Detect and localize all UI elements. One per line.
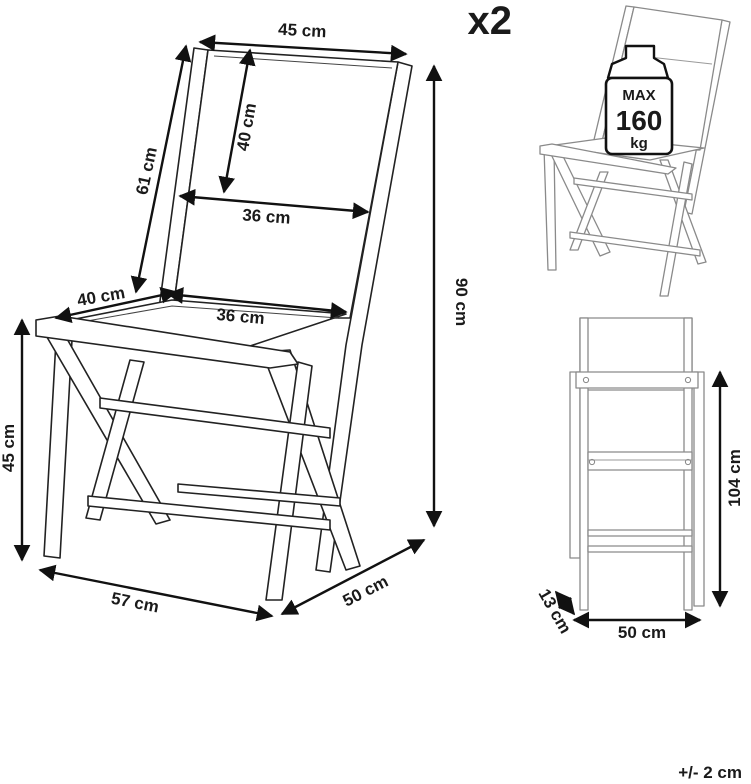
main-dimension-lines [13, 34, 443, 622]
label-folded-thickness: 13 cm [534, 586, 575, 637]
label-backrest-width: 45 cm [278, 20, 327, 41]
weight-badge-unit: kg [630, 135, 648, 152]
tolerance-label: +/- 2 cm [678, 763, 742, 782]
label-backrest-inner-width: 36 cm [242, 205, 291, 227]
weight-badge-value: 160 [616, 105, 663, 136]
dim-width-line [280, 538, 426, 616]
weight-badge-max: MAX [622, 87, 655, 104]
dim-seat-width-line [166, 287, 348, 319]
folded-dimension-lines [554, 370, 729, 629]
label-seat-width: 36 cm [216, 305, 266, 328]
dim-backrest-inner-height-line [218, 48, 256, 194]
dim-depth-line [38, 564, 274, 622]
weight-badge: MAX 160 kg [604, 44, 674, 156]
quantity-label: x2 [468, 0, 513, 43]
label-seat-depth: 40 cm [76, 283, 127, 310]
label-folded-width: 50 cm [618, 623, 666, 642]
label-width: 50 cm [340, 572, 392, 611]
folded-chair-drawing [569, 317, 705, 611]
label-seat-height: 45 cm [0, 424, 18, 472]
dim-seat-depth-line [54, 286, 178, 324]
label-folded-height: 104 cm [725, 449, 744, 507]
dim-backrest-width-line [198, 34, 408, 62]
dim-backrest-height-line [130, 44, 192, 294]
dim-backrest-inner-width-line [178, 188, 370, 220]
dim-folded-thickness-line [554, 590, 576, 616]
label-total-height: 90 cm [452, 278, 471, 326]
